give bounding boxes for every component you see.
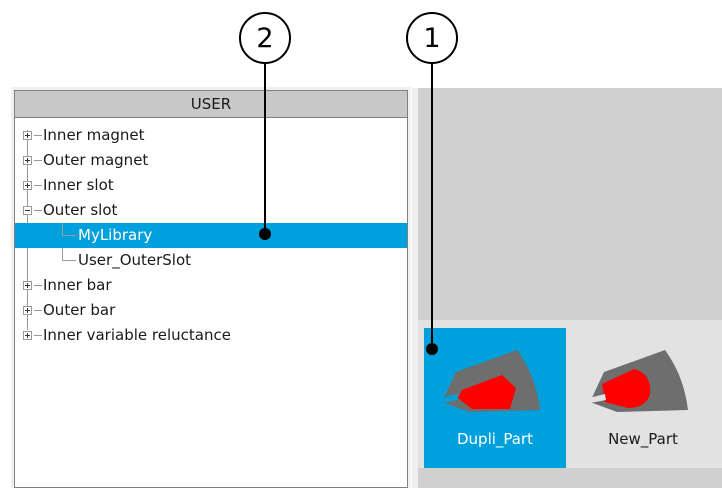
tree-item-user-outerslot[interactable]: User_OuterSlot bbox=[15, 248, 407, 273]
expand-plus-icon[interactable] bbox=[23, 331, 32, 340]
expand-plus-icon[interactable] bbox=[23, 181, 32, 190]
tile-caption: Dupli_Part bbox=[456, 430, 534, 448]
tree-header-user: USER bbox=[15, 91, 407, 118]
tree-connector bbox=[34, 335, 42, 336]
tree-item-label: Inner magnet bbox=[43, 126, 145, 144]
tree-item-label: Inner bar bbox=[43, 276, 112, 294]
tree-item-outer-slot[interactable]: Outer slot bbox=[15, 198, 407, 223]
tree-item-label: MyLibrary bbox=[78, 226, 153, 244]
tree-item-label: Inner variable reluctance bbox=[43, 326, 231, 344]
callout-target-dot-1 bbox=[426, 343, 438, 355]
tree-item-label: Outer bar bbox=[43, 301, 116, 319]
tree-connector bbox=[34, 310, 42, 311]
part-preview-icon bbox=[441, 350, 540, 412]
user-library-tree-panel: USER Inner magnet Outer magnet Inner slo… bbox=[14, 90, 408, 488]
tree-connector bbox=[34, 160, 42, 161]
collapse-minus-icon[interactable] bbox=[23, 206, 32, 215]
expand-plus-icon[interactable] bbox=[23, 281, 32, 290]
tile-caption: New_Part bbox=[608, 430, 678, 448]
callout-marker-2: 2 bbox=[239, 12, 291, 64]
tree-connector bbox=[62, 248, 63, 261]
callout-leader-line-1 bbox=[431, 60, 433, 350]
tree-connector bbox=[62, 223, 63, 236]
callout-marker-1: 1 bbox=[406, 12, 458, 64]
tree-connector bbox=[34, 185, 42, 186]
tree-connector bbox=[62, 260, 76, 261]
tree-connector bbox=[34, 285, 42, 286]
part-gallery-panel: Dupli_Part New_Part bbox=[412, 88, 722, 488]
tree-item-label: User_OuterSlot bbox=[78, 251, 192, 269]
tree-item-inner-bar[interactable]: Inner bar bbox=[15, 273, 407, 298]
expand-plus-icon[interactable] bbox=[23, 156, 32, 165]
tree-connector bbox=[34, 210, 42, 211]
tree-item-mylibrary[interactable]: MyLibrary bbox=[15, 223, 407, 248]
expand-plus-icon[interactable] bbox=[23, 306, 32, 315]
part-gallery-strip: Dupli_Part New_Part bbox=[418, 320, 722, 468]
gallery-tile-new-part[interactable]: New_Part bbox=[572, 328, 714, 468]
tree-item-outer-magnet[interactable]: Outer magnet bbox=[15, 148, 407, 173]
callout-target-dot-2 bbox=[259, 228, 271, 240]
tree-connector bbox=[34, 135, 42, 136]
tree-item-outer-bar[interactable]: Outer bar bbox=[15, 298, 407, 323]
tree-item-inner-slot[interactable]: Inner slot bbox=[15, 173, 407, 198]
tree-item-label: Outer slot bbox=[43, 201, 118, 219]
expand-plus-icon[interactable] bbox=[23, 131, 32, 140]
tree-body: Inner magnet Outer magnet Inner slot Out… bbox=[15, 118, 407, 348]
tree-item-label: Inner slot bbox=[43, 176, 114, 194]
tree-item-label: Outer magnet bbox=[43, 151, 149, 169]
part-preview-icon bbox=[589, 350, 688, 412]
gallery-tile-dupli-part[interactable]: Dupli_Part bbox=[424, 328, 566, 468]
tree-connector bbox=[62, 235, 76, 236]
tree-item-inner-variable-reluctance[interactable]: Inner variable reluctance bbox=[15, 323, 407, 348]
callout-leader-line-2 bbox=[264, 60, 266, 235]
tree-item-inner-magnet[interactable]: Inner magnet bbox=[15, 123, 407, 148]
